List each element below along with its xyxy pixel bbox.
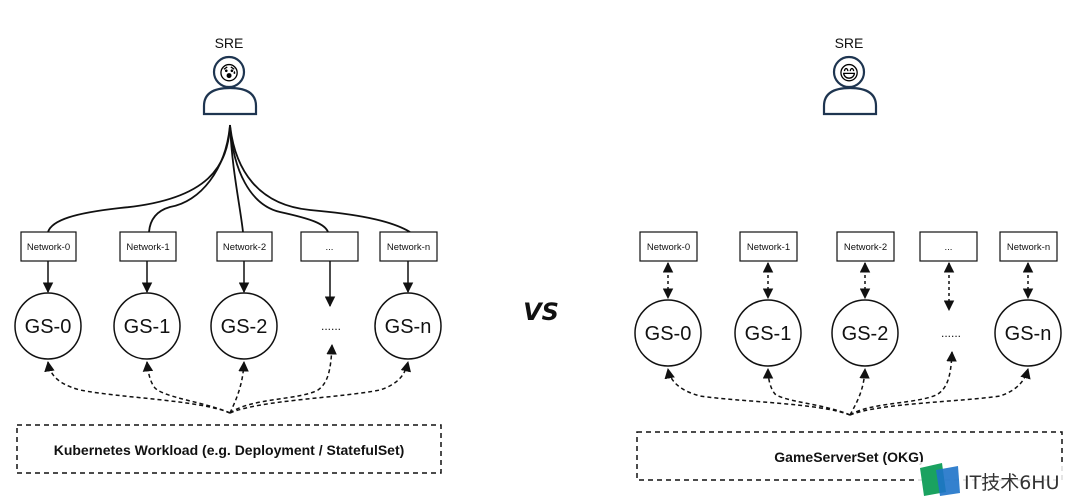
left-network-label: Network-2 xyxy=(223,242,266,253)
left-sre-connections xyxy=(47,124,411,233)
left-network-label: ... xyxy=(326,242,334,253)
right-network-box xyxy=(919,231,978,262)
right-network-box xyxy=(739,231,798,262)
left-gs-label: GS-2 xyxy=(221,316,268,338)
left-sre-label: SRE xyxy=(215,35,244,51)
right-gs-label: GS-1 xyxy=(745,323,792,345)
left-network-row: Network-0 Network-1 Network-2 ... Networ… xyxy=(20,231,438,262)
watermark: IT技术6HU xyxy=(914,462,1080,498)
left-workload-connections xyxy=(44,343,411,414)
left-gs-circle xyxy=(374,292,442,360)
right-sre-emoji-icon: 😄 xyxy=(839,61,860,85)
right-workload-connections xyxy=(664,350,1031,416)
left-gs-ellipsis: ...... xyxy=(321,319,341,333)
left-network-label: Network-0 xyxy=(27,242,70,253)
left-network-box xyxy=(379,231,438,262)
left-workload-box xyxy=(16,424,442,474)
right-gs-label: GS-n xyxy=(1005,323,1052,345)
left-gs-row: GS-0 GS-1 GS-2 ...... GS-n xyxy=(14,292,442,360)
left-network-box xyxy=(119,231,177,262)
left-sre-emoji-icon: 😰 xyxy=(219,61,240,85)
right-sre-label: SRE xyxy=(835,35,864,51)
right-network-label: Network-n xyxy=(1007,242,1050,253)
right-network-box xyxy=(999,231,1058,262)
right-gs-ellipsis: ...... xyxy=(941,326,961,340)
left-workload-label: Kubernetes Workload (e.g. Deployment / S… xyxy=(54,442,405,458)
right-network-label: Network-2 xyxy=(844,242,887,253)
left-gs-circle xyxy=(14,292,82,360)
left-network-label: Network-1 xyxy=(126,242,169,253)
right-network-label: Network-0 xyxy=(647,242,690,253)
vs-label: VS xyxy=(523,298,559,326)
left-gs-circle xyxy=(113,292,181,360)
right-gs-circle xyxy=(734,299,802,367)
right-gs-circle xyxy=(831,299,899,367)
left-gs-label: GS-1 xyxy=(124,316,171,338)
right-network-label: ... xyxy=(945,242,953,253)
left-sre-person-icon xyxy=(202,55,258,116)
right-network-row: Network-0 Network-1 Network-2 ... Networ… xyxy=(639,231,1058,262)
right-network-label: Network-1 xyxy=(747,242,790,253)
green-blue-logo-icon xyxy=(920,463,960,496)
watermark-text: IT技术6HU xyxy=(964,472,1060,494)
right-gs-label: GS-2 xyxy=(842,323,889,345)
right-network-arrows xyxy=(662,261,1034,312)
left-panel: SRE 😰 Network-0 Network-1 Network-2 ... xyxy=(14,35,442,474)
right-sre-person-icon xyxy=(822,55,878,116)
left-network-box xyxy=(216,231,273,262)
left-gs-label: GS-0 xyxy=(25,316,72,338)
left-network-label: Network-n xyxy=(387,242,430,253)
left-gs-label: GS-n xyxy=(385,316,432,338)
right-workload-label: GameServerSet (OKG) xyxy=(774,449,923,465)
right-network-box xyxy=(639,231,698,262)
left-network-arrows xyxy=(42,261,414,308)
right-network-box xyxy=(836,231,895,262)
right-panel: SRE 😄 Network-0 Network-1 Network-2 ... … xyxy=(634,35,1063,481)
right-gs-row: GS-0 GS-1 GS-2 ...... GS-n xyxy=(634,299,1062,367)
right-gs-circle xyxy=(634,299,702,367)
right-gs-label: GS-0 xyxy=(645,323,692,345)
left-gs-circle xyxy=(210,292,278,360)
right-gs-circle xyxy=(994,299,1062,367)
